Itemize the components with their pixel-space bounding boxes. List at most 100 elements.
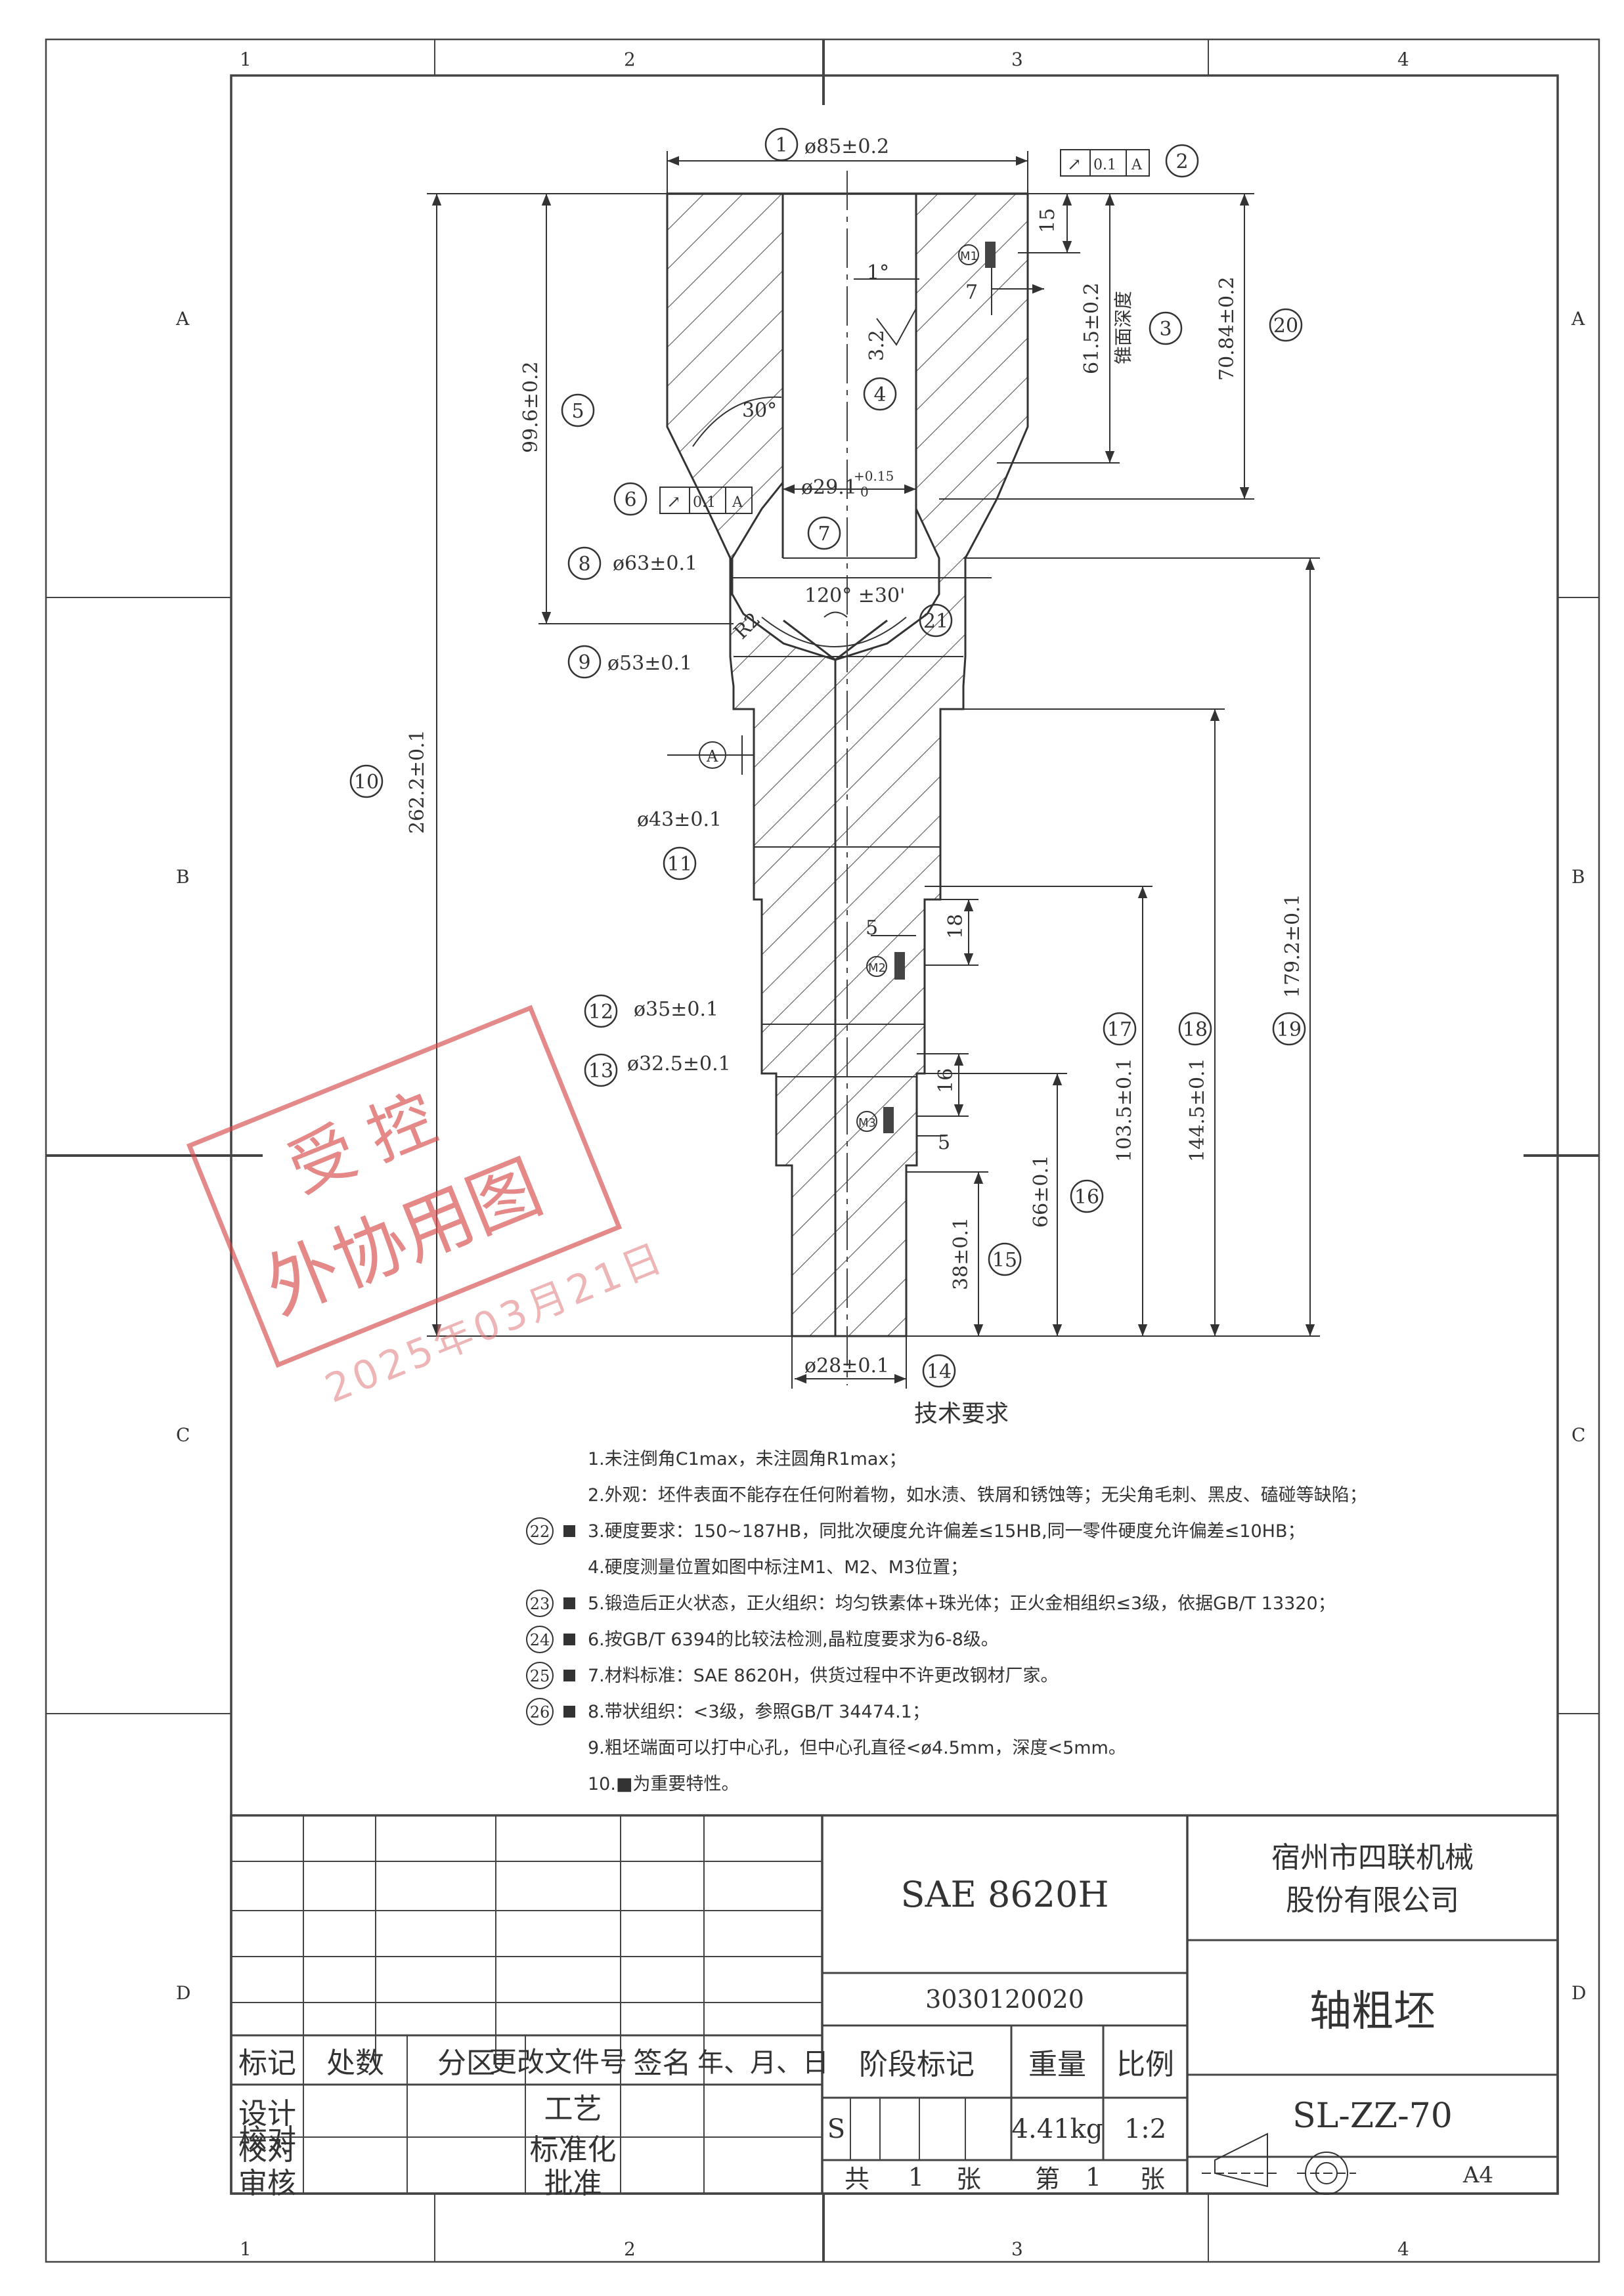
balloon-number: 3 xyxy=(1159,318,1172,341)
balloon-number: 8 xyxy=(578,553,590,576)
balloon-circle xyxy=(1178,1012,1212,1046)
tb-scale-value: 1:2 xyxy=(1124,2113,1167,2144)
critical-mark-icon xyxy=(563,1670,575,1681)
tb-stage-label: 阶段标记 xyxy=(859,2048,975,2081)
note-balloon-number: 22 xyxy=(530,1523,550,1541)
zone-row-a-right: A xyxy=(1571,308,1585,330)
tb-weight-value: 4.41kg xyxy=(1011,2113,1103,2144)
datum-a-label: A xyxy=(706,747,718,766)
note-balloon-number: 26 xyxy=(530,1703,550,1722)
balloon-number: 1 xyxy=(775,134,787,157)
balloon-number: 7 xyxy=(818,523,830,546)
balloon-circle xyxy=(1269,308,1303,342)
note-text: 6.按GB/T 6394的比较法检测,晶粒度要求为6-8级。 xyxy=(588,1630,999,1650)
balloon-circle xyxy=(1149,311,1183,345)
balloon-circle xyxy=(561,393,595,427)
dim-5b: 5 xyxy=(938,1131,950,1154)
dim-chamfer-30: 30° xyxy=(742,399,777,422)
note-balloon: 24 xyxy=(525,1622,584,1658)
critical-mark-icon xyxy=(563,1706,575,1718)
balloon-number: 6 xyxy=(624,488,636,511)
note-balloon-icon: 23 xyxy=(526,1590,575,1617)
technical-requirements: 1.未注倒角C1max，未注圆角R1max；2.外观：坯件表面不能存在任何附着物… xyxy=(526,1441,1533,1802)
tb-role-process: 工艺 xyxy=(544,2092,602,2126)
part-section xyxy=(666,171,1029,1385)
balloon-circle xyxy=(863,377,897,411)
dim-cone-depth-label: 锥面深度 xyxy=(1112,291,1134,364)
zone-row-d-right: D xyxy=(1571,1982,1586,2004)
dim-179: 179.2±0.1 xyxy=(1281,894,1304,998)
tb-sheet-value: 1 xyxy=(1085,2162,1102,2192)
note-item: 10.■为重要特性。 xyxy=(588,1766,1533,1802)
dim-bore-tol-lower: 0 xyxy=(860,484,869,500)
dim-angle-1: 1° xyxy=(867,261,889,284)
note-balloon-icon: 22 xyxy=(526,1517,575,1545)
note-text: 1.未注倒角C1max，未注圆角R1max； xyxy=(588,1449,907,1469)
note-item: 22 3.硬度要求：150~187HB，同批次硬度允许偏差≤15HB,同一零件硬度… xyxy=(526,1513,1533,1549)
note-balloon: 25 xyxy=(525,1658,584,1694)
note-balloon-icon: 26 xyxy=(526,1698,575,1725)
tb-total-value: 1 xyxy=(908,2162,925,2192)
runout-top-value: 0.1 xyxy=(1093,157,1116,173)
dim-top-diameter: ø85±0.2 xyxy=(804,135,889,158)
note-balloon-icon: 25 xyxy=(526,1662,575,1689)
m1-label: M1 xyxy=(960,249,978,263)
runout-mid-value: 0.1 xyxy=(693,494,716,511)
balloon-circle xyxy=(1103,1012,1137,1046)
dim-bore-tol-upper: +0.15 xyxy=(854,468,894,484)
dim-16: 16 xyxy=(934,1068,957,1093)
tb-rev-col-date: 年、月、日 xyxy=(697,2047,829,2078)
zone-col-4-top: 4 xyxy=(1397,49,1409,70)
tb-rev-col-sign: 签名 xyxy=(633,2046,691,2080)
zone-col-1-top: 1 xyxy=(240,49,252,70)
tb-sheet-label: 第 xyxy=(1034,2165,1060,2194)
dimension-text: ø85±0.2 15 7 1° 3.2 61.5±0.2 锥面深度 70.84±… xyxy=(406,135,1304,1377)
dim-angle-120: 120° ±30' xyxy=(804,584,905,607)
dim-depth-7: 7 xyxy=(965,281,978,304)
critical-mark-icon xyxy=(563,1597,575,1609)
runout-top-datum: A xyxy=(1131,157,1143,173)
tb-sheet-unit: 张 xyxy=(955,2165,981,2194)
tb-stage-value: S xyxy=(827,2113,846,2144)
datum-a-symbol: A xyxy=(699,741,726,769)
balloon-number: 21 xyxy=(923,610,948,633)
balloon-circle xyxy=(584,994,618,1028)
note-text: 7.材料标准：SAE 8620H，供货过程中不许更改钢材厂家。 xyxy=(588,1666,1059,1686)
notes-title: 技术要求 xyxy=(914,1400,1009,1427)
tb-scale-label: 比例 xyxy=(1116,2048,1174,2081)
note-balloon: 23 xyxy=(525,1586,584,1622)
dim-roughness: 3.2 xyxy=(866,330,889,361)
note-text: 10.■为重要特性。 xyxy=(588,1774,739,1794)
title-block-lines xyxy=(230,1814,1559,2195)
dim-cone-depth: 61.5±0.2 xyxy=(1080,282,1103,374)
balloon-circle xyxy=(1165,144,1199,178)
note-text: 3.硬度要求：150~187HB，同批次硬度允许偏差≤15HB,同一零件硬度允许… xyxy=(588,1521,1306,1542)
tb-total-label: 共 xyxy=(844,2165,869,2194)
tb-sheet-unit2: 张 xyxy=(1139,2165,1165,2194)
dim-66: 66±0.1 xyxy=(1030,1155,1053,1228)
dim-144: 144.5±0.1 xyxy=(1186,1058,1209,1162)
balloon-number: 11 xyxy=(667,853,692,876)
balloon-circle xyxy=(919,603,953,638)
dim-18: 18 xyxy=(944,914,967,939)
tb-role-check-row: 校对 xyxy=(238,2133,296,2167)
projection-symbol-icon xyxy=(1202,2133,1356,2195)
balloon-number: 20 xyxy=(1273,314,1298,337)
zone-row-a-left: A xyxy=(175,308,190,330)
tb-rev-col-doc: 更改文件号 xyxy=(489,2046,628,2078)
note-balloon-icon: 24 xyxy=(526,1626,575,1653)
balloon-number: 14 xyxy=(927,1360,952,1383)
zone-col-2-top: 2 xyxy=(624,49,636,70)
note-balloon-number: 25 xyxy=(530,1667,550,1685)
zone-row-b-right: B xyxy=(1571,866,1585,888)
zone-labels: 1 2 3 4 1 2 3 4 A B C D A B C D xyxy=(175,49,1586,2260)
dim-5a: 5 xyxy=(866,917,878,940)
balloon-circle xyxy=(807,516,841,550)
tb-drawing-no: SL-ZZ-70 xyxy=(1292,2096,1453,2136)
zone-col-2-bottom: 2 xyxy=(624,2238,636,2260)
dimension-lines xyxy=(427,151,1320,1389)
tb-weight-label: 重量 xyxy=(1028,2048,1086,2081)
balloon-circle xyxy=(349,764,384,798)
